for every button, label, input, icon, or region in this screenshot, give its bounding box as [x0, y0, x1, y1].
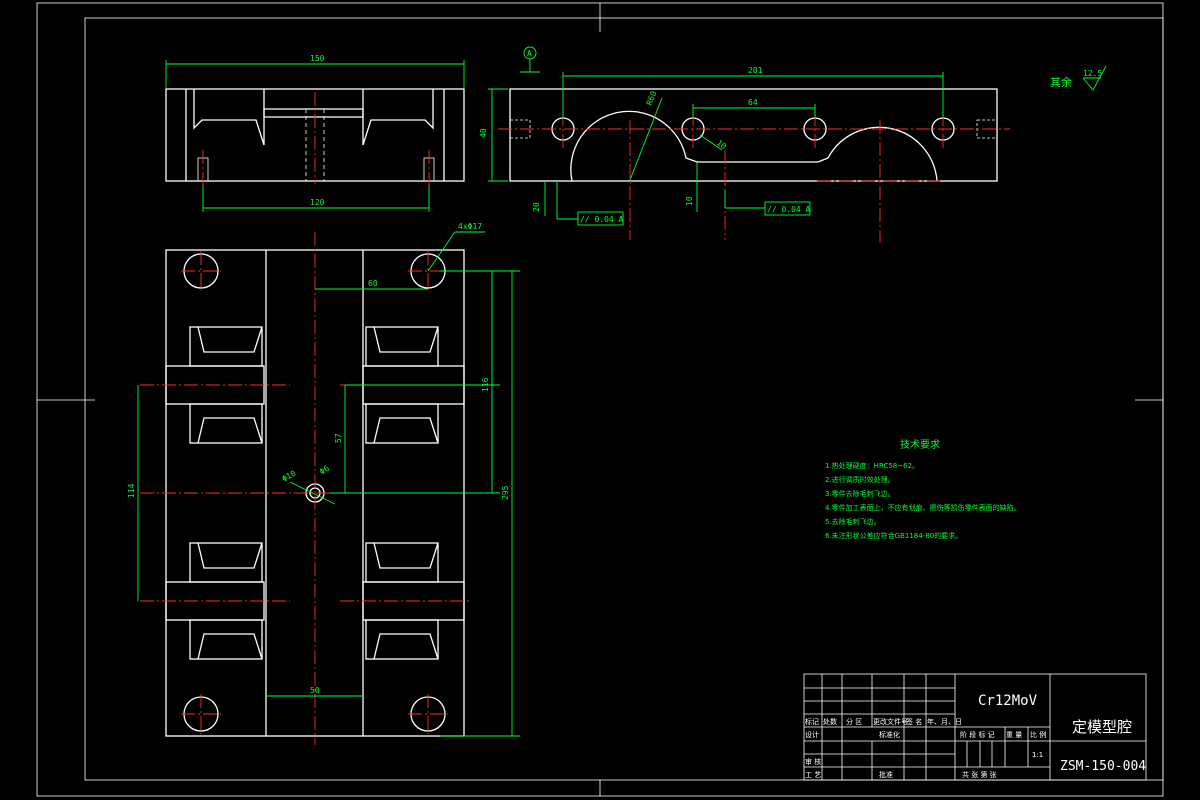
dim-plan-holes: 4xΦ17	[458, 222, 482, 231]
dim-front-h2: 20	[532, 202, 541, 212]
tech-req-item: 1.热处理硬度：HRC58~62。	[825, 461, 919, 470]
roughness-icon	[1082, 65, 1107, 91]
tech-req-item: 3.零件去除毛刺飞边。	[825, 489, 895, 498]
dim-front-span: 201	[748, 66, 763, 75]
outer-border	[36, 2, 1164, 797]
dim-top-inner: 120	[310, 198, 325, 207]
dim-front-mid: 64	[748, 98, 758, 107]
dim-front-small: 10	[715, 138, 728, 151]
stage-mark: 阶 段 标 记	[960, 730, 995, 739]
surface-roughness: 其余 12.5	[1050, 65, 1107, 91]
dim-plan-left: 114	[127, 483, 136, 498]
dim-top-width: 150	[310, 54, 325, 63]
dim-center-d2: Φ6	[318, 464, 331, 477]
tech-req-item: 2.进行调质时效处理。	[825, 475, 895, 484]
dim-plan-v2: 57	[334, 433, 343, 443]
dim-plan-half: 60	[368, 279, 378, 288]
row-approve: 批准	[879, 770, 893, 779]
title-block: 标记 处数 分 区 更改文件号 签 名 年、月、日 设计 标准化 审 核 工 艺…	[803, 673, 1147, 781]
part-name: 定模型腔	[1072, 718, 1132, 736]
row-std: 标准化	[879, 730, 900, 739]
tech-req-item: 4.零件加工表面上，不应有划痕、擦伤等损伤零件表面的缺陷。	[825, 503, 1021, 512]
dim-front-h3: 10	[685, 196, 694, 206]
top-view: 150 120	[165, 54, 465, 212]
head-date: 年、月、日	[927, 717, 962, 726]
front-view: 201 64 R60 10 40 20 10 // 0.04 A // 0.04…	[479, 46, 1010, 243]
material: Cr12MoV	[978, 693, 1038, 709]
row-process: 工 艺	[805, 771, 821, 779]
head-zone: 分 区	[846, 717, 862, 726]
dim-front-height: 40	[479, 128, 488, 138]
tech-req-item: 6.未注形状公差应符合GB1184-80的要求。	[825, 531, 962, 540]
tech-req-item: 5.去除毛刺飞边。	[825, 517, 881, 526]
surface-value: 12.5	[1083, 69, 1102, 78]
tolerance-1: // 0.04 A	[580, 215, 624, 224]
dim-front-radius: R60	[645, 90, 659, 107]
head-mark: 标记	[805, 717, 819, 726]
technical-requirements: 技术要求 1.热处理硬度：HRC58~62。 2.进行调质时效处理。 3.零件去…	[825, 438, 1021, 540]
head-docno: 更改文件号	[873, 717, 908, 726]
plan-view: 4xΦ17 60 116 57 295 114 50 Φ10 Φ6	[127, 222, 520, 745]
scale-value: 1:1	[1032, 751, 1043, 759]
weight-label: 重 量	[1006, 731, 1022, 739]
tolerance-2: // 0.04 A	[767, 205, 811, 214]
ratio-label: 比 例	[1030, 730, 1046, 739]
row-check: 审 核	[805, 757, 821, 766]
surface-label: 其余	[1050, 75, 1072, 89]
dim-plan-total: 295	[501, 485, 510, 500]
dim-plan-bottom: 50	[310, 686, 320, 695]
sheet-label: 共 张 第 张	[962, 770, 997, 779]
row-design: 设计	[805, 730, 819, 739]
inner-border	[84, 17, 1164, 781]
centering-marks	[37, 3, 1163, 796]
drawing-number: ZSM-150-004	[1060, 759, 1146, 774]
head-count: 处数	[823, 717, 837, 726]
tech-req-title: 技术要求	[900, 438, 940, 451]
dim-center-d1: Φ10	[281, 469, 298, 484]
datum-label: A	[527, 49, 532, 58]
dim-plan-v1: 116	[481, 377, 490, 392]
head-sign: 签 名	[906, 717, 922, 726]
